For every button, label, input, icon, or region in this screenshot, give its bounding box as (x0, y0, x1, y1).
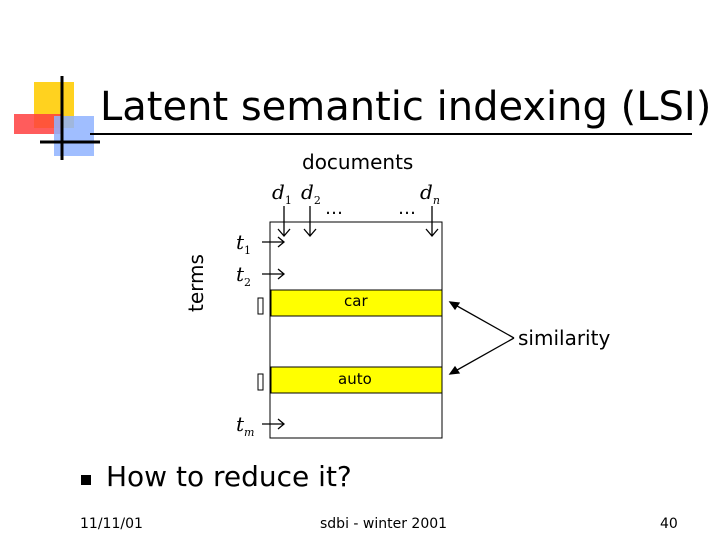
doc-label-d2: d2 (301, 180, 321, 207)
matrix-box (269, 221, 443, 439)
term-label-t2: t2 (236, 262, 252, 289)
logo-decoration (0, 0, 110, 170)
documents-label: documents (302, 150, 414, 174)
row-marker-car (257, 297, 264, 315)
doc-arrow-d2 (303, 206, 317, 237)
term-arrow-t1 (262, 236, 286, 248)
doc-label-d1: d1 (272, 180, 292, 207)
similarity-arrow-auto (448, 337, 515, 375)
term-arrow-t2 (262, 268, 286, 280)
similarity-label: similarity (518, 326, 611, 350)
auto-row-label: auto (338, 370, 372, 388)
term-label-tm: tm (236, 412, 255, 439)
logo-squares-icon (14, 76, 100, 160)
footer-date: 11/11/01 (80, 516, 143, 532)
title-underline (90, 133, 692, 135)
footer-page-number: 40 (660, 516, 678, 532)
ellipsis-2: … (398, 198, 416, 219)
doc-label-dn: dn (420, 180, 440, 207)
footer-course: sdbi - winter 2001 (320, 516, 448, 532)
term-label-t1: t1 (236, 230, 252, 257)
auto-row (270, 366, 443, 394)
doc-arrow-d1 (277, 206, 291, 237)
bullet-text: How to reduce it? (106, 460, 352, 493)
row-marker-auto (257, 373, 264, 391)
slide-title: Latent semantic indexing (LSI) (100, 84, 712, 130)
car-row (270, 289, 443, 317)
ellipsis-1: … (325, 198, 343, 219)
similarity-arrow-car (448, 301, 515, 339)
car-row-label: car (344, 292, 368, 310)
term-arrow-tm (262, 418, 286, 430)
bullet-icon (81, 475, 91, 485)
doc-arrow-dn (425, 206, 439, 237)
